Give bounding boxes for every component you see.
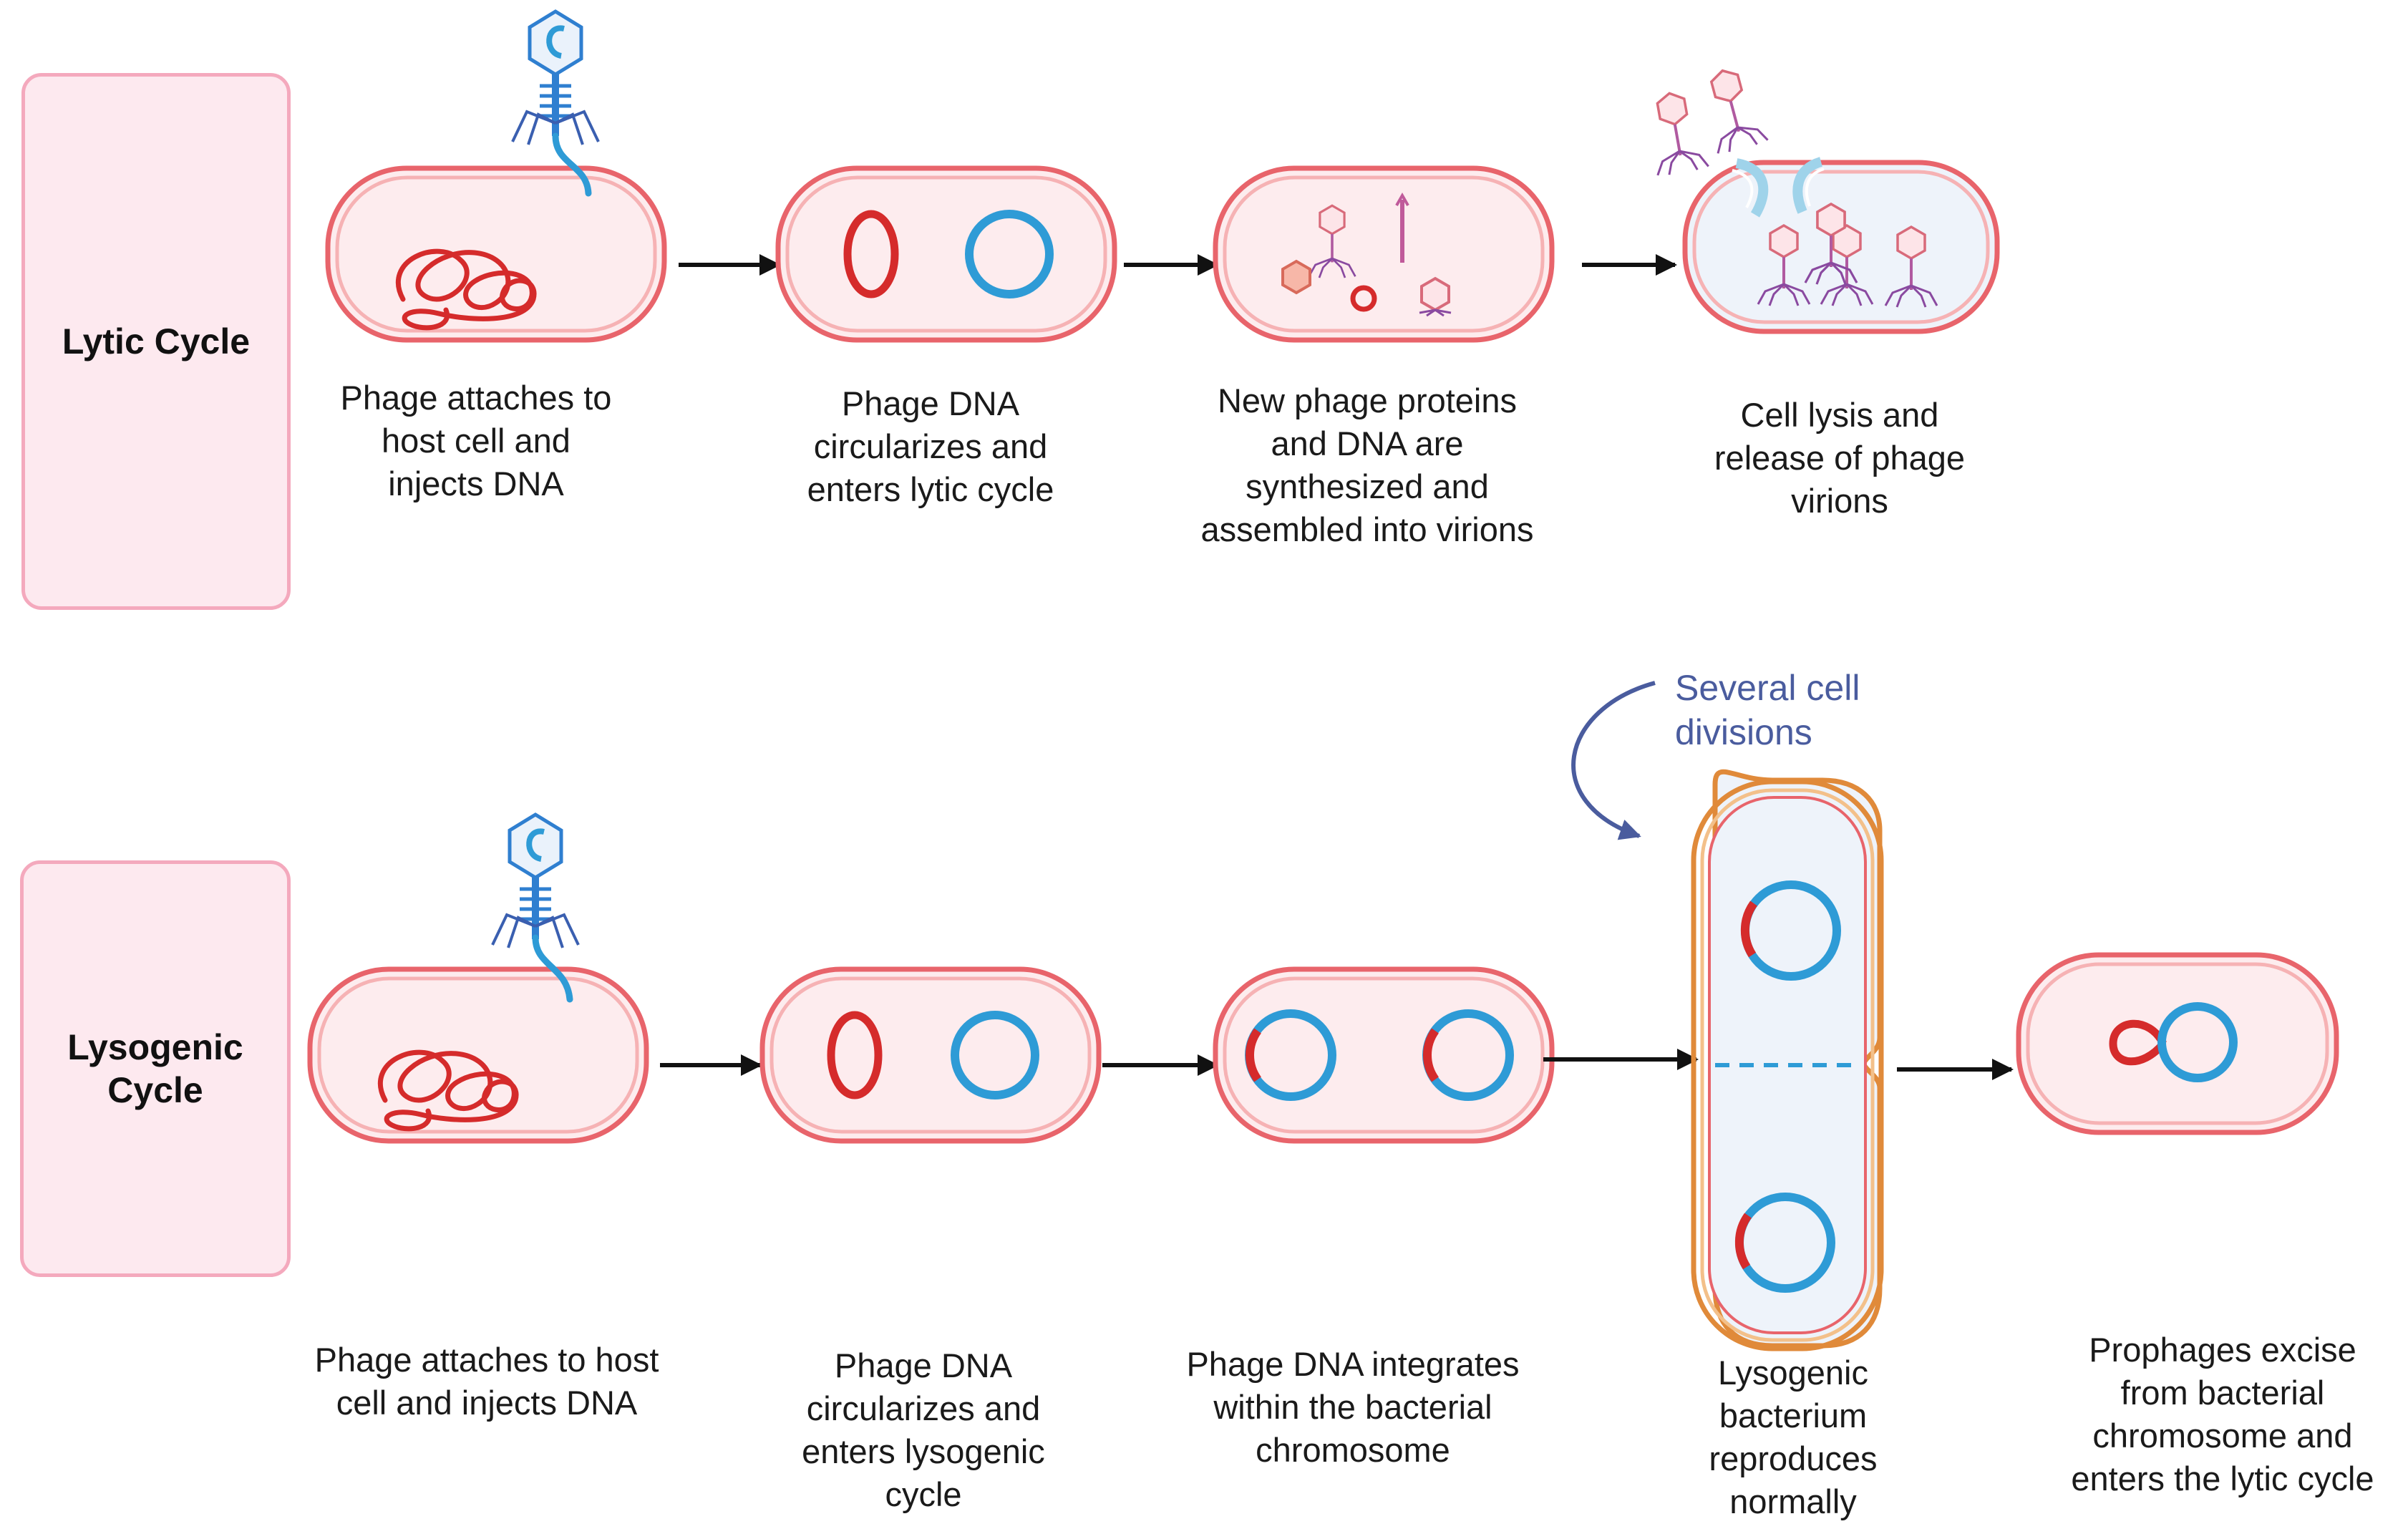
lytic-cycle-label-box: Lytic Cycle (21, 73, 291, 610)
lysogenic-step-3-caption: Phage DNA integrates within the bacteria… (1186, 1345, 1520, 1469)
lysogenic-cell-3 (1215, 969, 1552, 1141)
lytic-cell-2 (778, 168, 1115, 340)
lysogenic-cell-1 (310, 969, 646, 1141)
lysogenic-step-4-caption: Lysogenic bacterium reproduces normally (1709, 1354, 1878, 1520)
lytic-cell-1 (328, 168, 664, 340)
lytic-step-1-caption: Phage attaches to host cell and injects … (340, 379, 612, 503)
lytic-step-3-caption: New phage proteins and DNA are synthesiz… (1200, 382, 1534, 548)
lytic-step-2-caption: Phage DNA circularizes and enters lytic … (807, 384, 1054, 508)
lysogenic-injecting-phage-icon (492, 815, 578, 948)
lysis-pore-right (1792, 157, 1825, 214)
lysogenic-injected-phage-dna (532, 934, 573, 1003)
lytic-cell-4-lysing (1682, 160, 2000, 334)
several-cell-divisions-note: Several cell divisions (1675, 668, 1860, 752)
dividing-bacterium (1691, 769, 1884, 1351)
lytic-injecting-phage-icon (513, 11, 598, 145)
lysogenic-cell-5 (2016, 952, 2339, 1135)
lysogenic-step-1-caption: Phage attaches to host cell and injects … (314, 1341, 659, 1422)
lysis-pore-left (1732, 158, 1769, 218)
lysogenic-cell-2 (762, 969, 1099, 1141)
lysogenic-step-5-caption: Prophages excise from bacterial chromoso… (2071, 1331, 2374, 1497)
released-phage-2-icon (1696, 62, 1770, 157)
lytic-cycle-label: Lytic Cycle (62, 321, 251, 361)
lytic-cell-3 (1215, 168, 1552, 340)
several-divisions-curved-arrow (1571, 681, 1656, 840)
lysogenic-step-2-caption: Phage DNA circularizes and enters lysoge… (802, 1346, 1045, 1513)
lytic-step-4-caption: Cell lysis and release of phage virions (1714, 396, 1966, 520)
lytic-injected-phage-dna (552, 132, 592, 197)
released-phage-1-icon (1642, 87, 1711, 178)
lysogenic-cycle-label-box: Lysogenic Cycle (20, 860, 291, 1277)
lysogenic-cycle-label: Lysogenic Cycle (67, 1027, 243, 1110)
